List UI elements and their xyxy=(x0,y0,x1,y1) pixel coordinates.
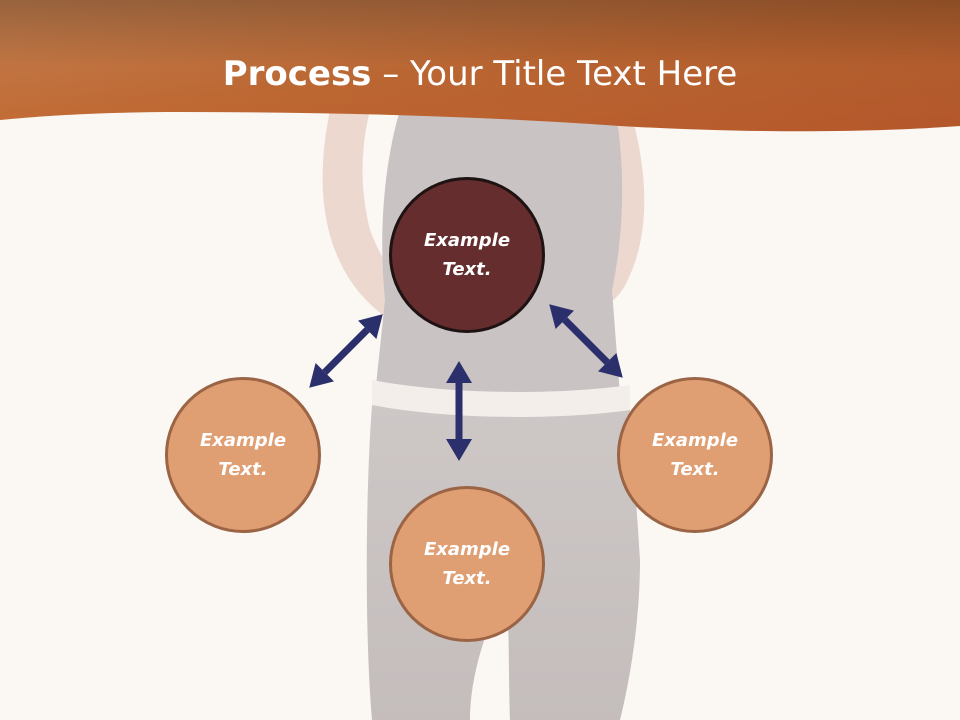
double-arrow-right xyxy=(549,304,623,378)
bottom-node-line2: Text. xyxy=(442,568,492,589)
title-banner xyxy=(0,0,960,132)
right-node-line1: Example xyxy=(651,430,739,451)
right-node-line2: Text. xyxy=(670,459,720,480)
left-node-line1: Example xyxy=(199,430,287,451)
center-node-line1: Example xyxy=(423,230,511,251)
bottom-node-line1: Example xyxy=(423,539,511,560)
double-arrow-down xyxy=(446,361,472,461)
title-bold: Process xyxy=(222,54,372,94)
title-rest: – Your Title Text Here xyxy=(371,54,738,94)
center-node-line2: Text. xyxy=(442,259,492,280)
left-node-line2: Text. xyxy=(218,459,268,480)
double-arrow-left xyxy=(309,314,383,388)
slide-title: Process – Your Title Text Here xyxy=(0,52,960,96)
